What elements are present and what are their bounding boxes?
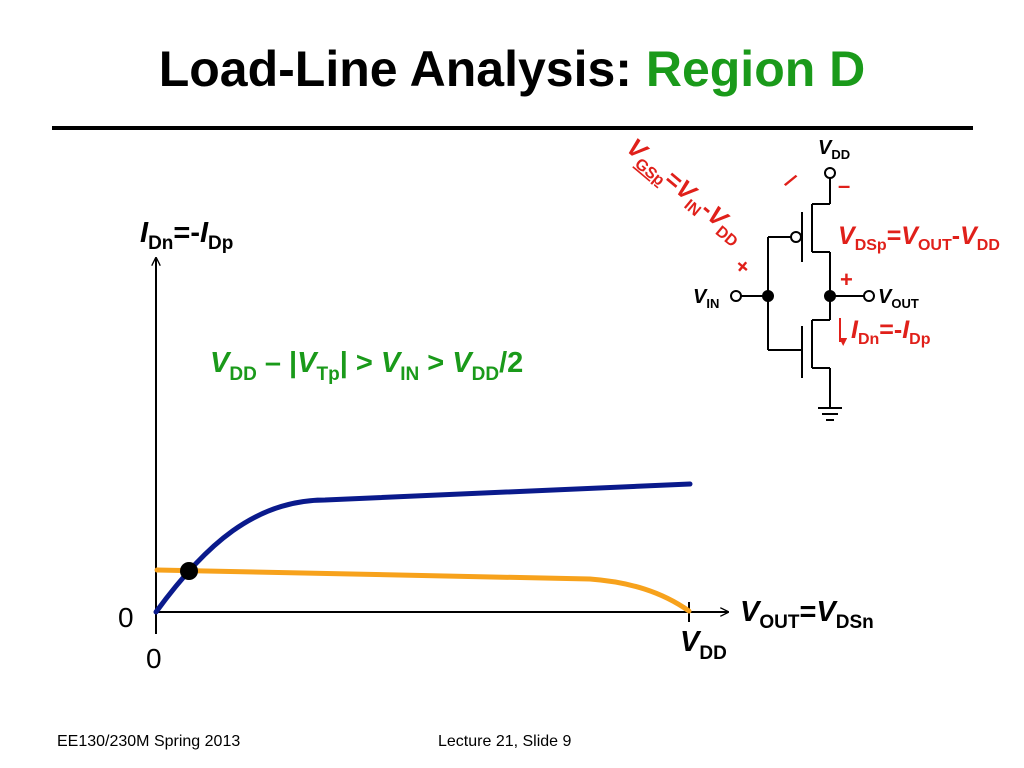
title-highlight: Region D: [645, 41, 866, 97]
vgsp-plus-sign: +: [730, 253, 756, 280]
x-axis-label: VOUT=VDSn: [740, 596, 874, 633]
slide-title: Load-Line Analysis: Region D: [0, 40, 1024, 98]
pmos-transistor: [768, 203, 830, 262]
footer-course: EE130/230M Spring 2013: [57, 733, 241, 750]
idn-label: IDn=-IDp: [851, 316, 931, 348]
vin-label: VIN: [693, 286, 719, 311]
vout-terminal: [863, 290, 875, 302]
vdsp-label: VDSp=VOUT-VDD: [838, 222, 1000, 254]
operating-point: [180, 562, 198, 580]
ground-symbol: [818, 407, 842, 421]
load-line-graph: IDn=-IDp VOUT=VDSn 0 0 VDD VDD – |VTp| >…: [118, 217, 874, 674]
vout-label: VOUT: [878, 286, 919, 311]
vin-terminal: [730, 290, 742, 302]
vdd-label: VDD: [818, 137, 850, 162]
title-prefix: Load-Line Analysis:: [158, 41, 632, 97]
vgsp-label: VGSp=VIN-VDD: [619, 133, 751, 251]
vdsp-minus-sign: –: [838, 173, 850, 198]
y-axis-label: IDn=-IDp: [140, 217, 233, 254]
nmos-load-line: [153, 481, 693, 615]
vgsp-minus-sign: /: [781, 171, 800, 192]
x-origin-label: 0: [146, 643, 162, 674]
vdd-axis-label: VDD: [680, 626, 727, 664]
vdd-terminal: [824, 167, 836, 179]
pmos-load-line: [154, 567, 692, 614]
vdsp-plus-sign: +: [840, 267, 853, 292]
cmos-inverter-circuit: [730, 167, 875, 421]
input-node: [762, 290, 774, 302]
pmos-gate-bubble: [790, 231, 802, 243]
nmos-transistor: [768, 319, 830, 378]
title-underline: [52, 126, 973, 130]
y-origin-label: 0: [118, 602, 134, 633]
footer-slide-number: Lecture 21, Slide 9: [438, 733, 572, 750]
region-condition: VDD – |VTp| > VIN > VDD/2: [210, 347, 523, 385]
